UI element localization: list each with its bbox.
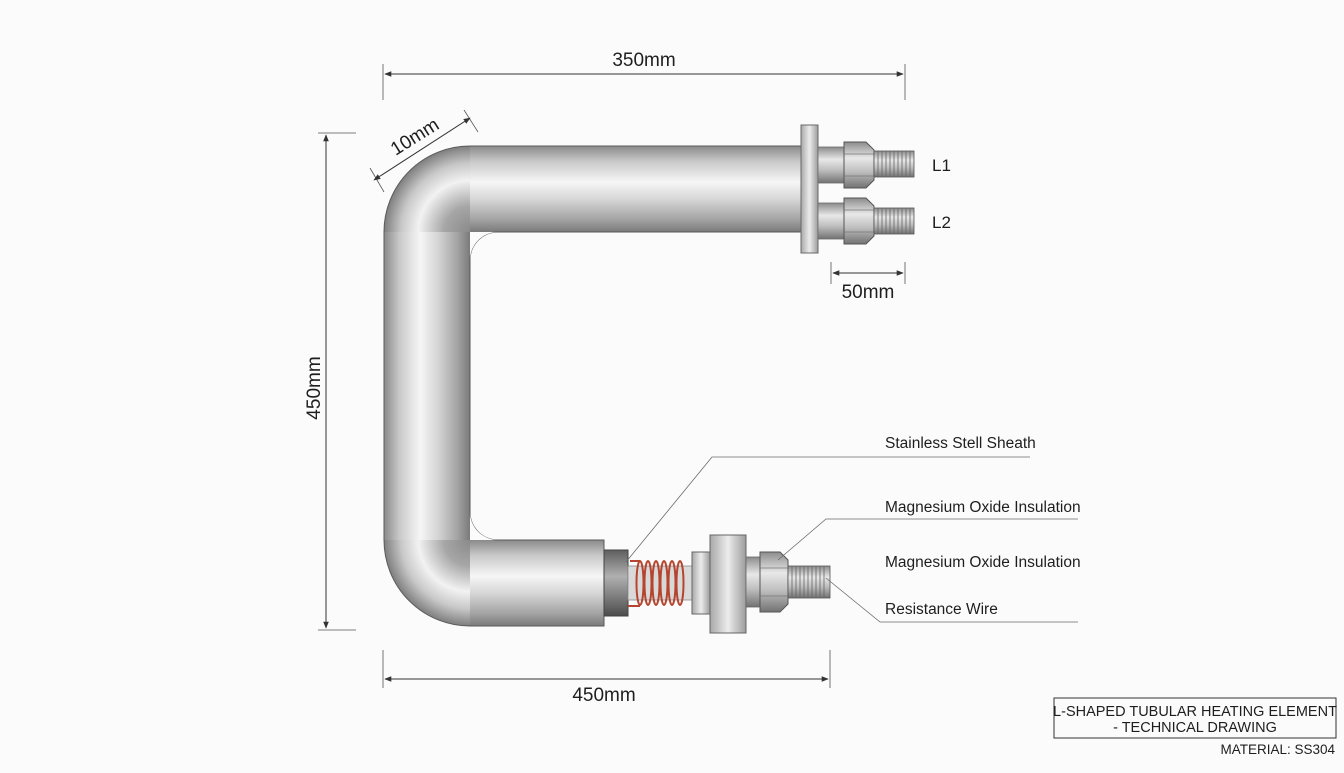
dimension-top-width-label: 350mm — [612, 50, 675, 71]
callout-sheath-label: Stainless Stell Sheath — [885, 435, 1036, 452]
end-nut — [759, 551, 789, 613]
end-flange — [709, 534, 747, 634]
dimension-terminal-spacing-label: 50mm — [842, 282, 895, 303]
callout-insulation-1-label: Magnesium Oxide Insulation — [885, 499, 1081, 516]
dimension-bottom-width: 450mm — [382, 650, 831, 706]
end-collar — [691, 551, 711, 615]
dimension-height-label: 450mm — [304, 356, 325, 419]
title-line-2: - TECHNICAL DRAWING — [1113, 720, 1277, 736]
tube-inner-top-corner — [470, 232, 498, 260]
title-line-1: L-SHAPED TUBULAR HEATING ELEMENT — [1053, 704, 1337, 720]
terminal-l1: L1 — [817, 141, 951, 189]
dimension-terminal-spacing: 50mm — [830, 262, 906, 303]
callouts: Stainless Stell Sheath Magnesium Oxide I… — [625, 435, 1081, 623]
callout-insulation-1: Magnesium Oxide Insulation — [777, 499, 1081, 561]
title-block: L-SHAPED TUBULAR HEATING ELEMENT - TECHN… — [1053, 697, 1337, 757]
callout-resistance-wire-label: Resistance Wire — [885, 601, 998, 618]
terminal-l2: L2 — [817, 197, 951, 245]
terminal-l2-washer — [817, 202, 845, 240]
callout-sheath: Stainless Stell Sheath — [625, 435, 1036, 563]
heating-tube — [383, 145, 804, 627]
callout-insulation-2: Magnesium Oxide Insulation — [885, 554, 1081, 571]
terminal-l1-label: L1 — [932, 156, 951, 175]
terminal-l2-nut — [843, 197, 875, 245]
dimension-height: 450mm — [304, 132, 356, 631]
terminal-flange — [800, 124, 819, 254]
dimension-bottom-width-label: 450mm — [572, 685, 635, 706]
tube-bottom-run — [470, 540, 604, 626]
resistance-wire-coil — [628, 560, 685, 607]
tube-vertical-run — [384, 232, 470, 540]
tube-top-run — [470, 146, 804, 232]
insulation-sleeve — [603, 549, 629, 617]
terminal-l2-label: L2 — [932, 213, 951, 232]
end-stud — [787, 565, 831, 599]
tube-inner-bottom-corner — [470, 512, 498, 540]
tube-bottom-bend — [384, 540, 470, 626]
terminal-l1-washer — [817, 146, 845, 184]
material-label: MATERIAL: SS304 — [1220, 742, 1335, 757]
terminal-assembly: L1 L2 — [800, 124, 951, 254]
end-spacer — [745, 556, 761, 608]
callout-insulation-2-label: Magnesium Oxide Insulation — [885, 554, 1081, 571]
title-block-frame — [1053, 697, 1337, 739]
dimension-top-width: 350mm — [382, 50, 906, 100]
terminal-l1-nut — [843, 141, 875, 189]
callout-resistance-wire: Resistance Wire — [825, 577, 1078, 623]
cutaway-assembly — [603, 534, 831, 634]
